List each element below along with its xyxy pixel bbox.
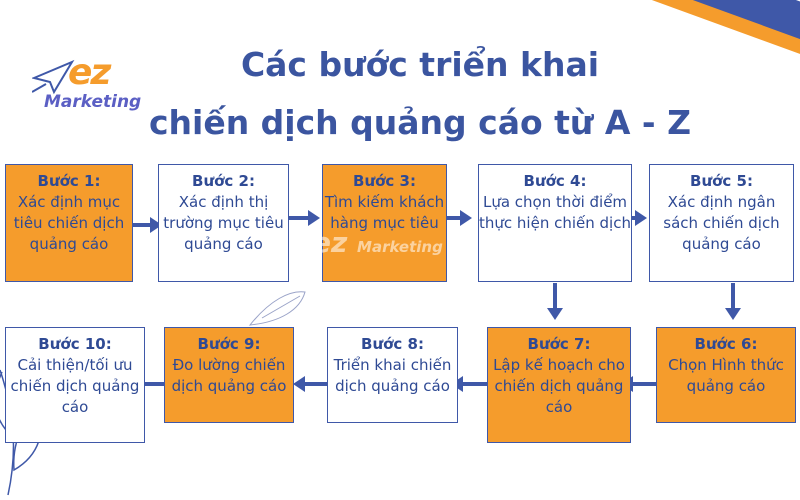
arrow-3-4-head xyxy=(460,210,472,226)
step-label: Bước 9: xyxy=(197,335,261,353)
title-line-2: chiến dịch quảng cáo từ A - Z xyxy=(148,103,692,142)
arrow-2-3-head xyxy=(308,210,320,226)
page-title: Các bước triển khai chiến dịch quảng cáo… xyxy=(130,36,710,152)
ez-marketing-logo: ez Marketing xyxy=(30,52,142,122)
step-box-2: Bước 2: Xác định thị trường mục tiêu quản… xyxy=(158,164,289,282)
step-box-1: Bước 1: Xác định mục tiêu chiến dịch quản… xyxy=(5,164,133,282)
step-text: Cải thiện/tối ưu chiến dịch quảng cáo xyxy=(10,356,140,416)
arrow-1-2-head xyxy=(150,217,162,233)
step-text: Lập kế hoạch cho chiến dịch quảng cáo xyxy=(493,356,625,416)
step-label: Bước 10: xyxy=(38,335,112,353)
arrow-4-5-head xyxy=(635,210,647,226)
step-label: Bước 8: xyxy=(361,335,424,353)
step-label: Bước 6: xyxy=(694,335,758,353)
step-text: Lựa chọn thời điểm thực hiện chiến dịch xyxy=(479,193,631,232)
logo-marketing: Marketing xyxy=(44,92,142,112)
step-text: Chọn Hình thức quảng cáo xyxy=(668,356,784,395)
paper-plane-icon xyxy=(32,59,75,95)
step-box-9: Bước 9: Đo lường chiến dịch quảng cáo xyxy=(164,327,294,423)
step-text: Xác định thị trường mục tiêu quảng cáo xyxy=(163,193,284,253)
arrow-8-9-head xyxy=(293,376,305,392)
step-box-3: Bước 3: Tìm kiếm khách hàng mục tiêu xyxy=(322,164,447,282)
title-line-1: Các bước triển khai xyxy=(240,45,600,84)
logo-ez: ez xyxy=(68,52,111,93)
step-text: Đo lường chiến dịch quảng cáo xyxy=(171,356,287,395)
step-box-5: Bước 5: Xác định ngân sách chiến dịch quả… xyxy=(649,164,794,282)
arrow-5-6-head xyxy=(725,308,741,320)
step-text: Xác định mục tiêu chiến dịch quảng cáo xyxy=(13,193,125,253)
step-box-4: Bước 4: Lựa chọn thời điểm thực hiện chiế… xyxy=(478,164,632,282)
step-text: Triển khai chiến dịch quảng cáo xyxy=(333,356,452,395)
step-label: Bước 7: xyxy=(527,335,591,353)
step-label: Bước 1: xyxy=(37,172,101,190)
step-box-10: Bước 10: Cải thiện/tối ưu chiến dịch quản… xyxy=(5,327,145,443)
step-text: Tìm kiếm khách hàng mục tiêu xyxy=(324,193,445,232)
step-label: Bước 5: xyxy=(690,172,753,190)
step-box-8: Bước 8: Triển khai chiến dịch quảng cáo xyxy=(327,327,458,423)
step-box-6: Bước 6: Chọn Hình thức quảng cáo xyxy=(656,327,796,423)
step-label: Bước 3: xyxy=(353,172,416,190)
step-label: Bước 4: xyxy=(523,172,587,190)
step-label: Bước 2: xyxy=(192,172,255,190)
step-text: Xác định ngân sách chiến dịch quảng cáo xyxy=(663,193,780,253)
arrow-4-7-head xyxy=(547,308,563,320)
step-box-7: Bước 7: Lập kế hoạch cho chiến dịch quảng… xyxy=(487,327,631,443)
